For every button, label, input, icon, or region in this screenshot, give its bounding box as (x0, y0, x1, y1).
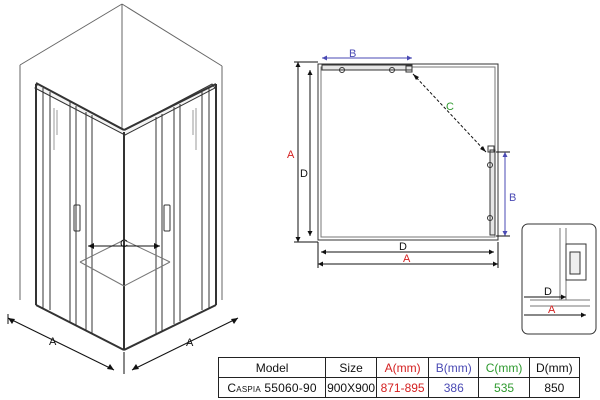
cell-size: 900X900 (325, 377, 378, 398)
plan-b-top-label: B (349, 48, 356, 60)
perspective-a-right-label: A (186, 337, 194, 349)
header-b: B(mm) (428, 357, 480, 378)
plan-d-vertical-label: D (300, 168, 308, 180)
header-size: Size (325, 357, 378, 378)
perspective-c-label: C (120, 238, 128, 250)
cell-b: 386 (428, 377, 480, 398)
header-c: C(mm) (478, 357, 530, 378)
spec-table-header-row: Model Size A(mm) B(mm) C(mm) D(mm) (217, 357, 581, 378)
detail-d-label: D (544, 286, 552, 298)
header-d: D(mm) (528, 357, 581, 378)
plan-view (294, 55, 510, 268)
spec-table-row: Caspia 55060-90 900X900 871-895 386 535 … (217, 377, 581, 398)
cell-a: 871-895 (376, 377, 430, 398)
spec-table: Model Size A(mm) B(mm) C(mm) D(mm) Caspi… (217, 357, 581, 398)
plan-a-bottom-label: A (403, 253, 411, 265)
plan-d-bottom-label: D (399, 241, 407, 253)
plan-a-vertical-label: A (287, 149, 295, 161)
detail-a-label: A (548, 304, 556, 316)
perspective-view (7, 3, 239, 374)
cell-model: Caspia 55060-90 (217, 377, 327, 398)
perspective-a-left-label: A (49, 336, 57, 348)
cell-d: 850 (528, 377, 581, 398)
detail-view (521, 223, 597, 335)
header-model: Model (217, 357, 327, 378)
cell-c: 535 (478, 377, 530, 398)
plan-c-diagonal-label: C (446, 101, 454, 113)
plan-b-side-label: B (509, 192, 516, 204)
header-a: A(mm) (376, 357, 430, 378)
